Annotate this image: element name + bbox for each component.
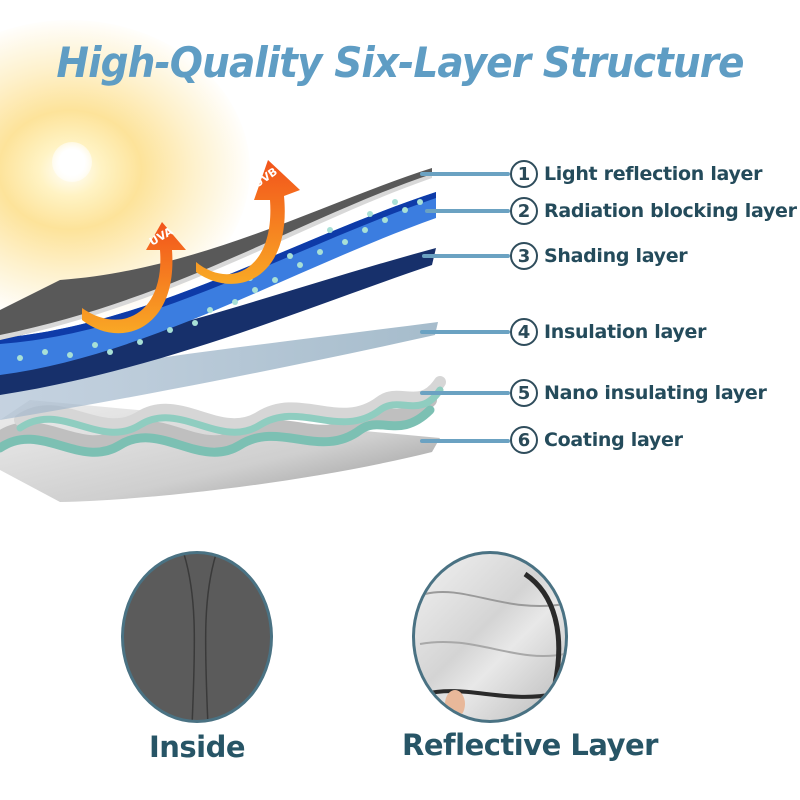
layer-name: Light reflection layer <box>544 163 763 185</box>
number-badge: 6 <box>510 426 538 454</box>
layer-name: Radiation blocking layer <box>544 200 797 222</box>
shading-layer-graphic <box>0 248 436 395</box>
leader-line-2 <box>425 209 510 213</box>
layer-name: Coating layer <box>544 429 683 451</box>
fold-icon <box>419 571 565 718</box>
nano-weave-graphic <box>0 376 446 457</box>
number-badge: 4 <box>510 318 538 346</box>
leader-line-6 <box>420 439 510 443</box>
number-badge: 1 <box>510 160 538 188</box>
layer-label-1: 1 Light reflection layer <box>510 157 763 191</box>
leader-line-5 <box>420 391 510 395</box>
sun-icon <box>52 142 92 182</box>
reflective-fabric-image <box>412 551 568 723</box>
layer-diagram: UVA UVB <box>0 160 446 502</box>
leader-line-4 <box>420 330 510 334</box>
insulation-layer-graphic <box>0 322 438 420</box>
layer-name: Insulation layer <box>544 321 707 343</box>
seam-icon <box>183 554 217 720</box>
page-title: High-Quality Six-Layer Structure <box>56 38 744 87</box>
number-badge: 2 <box>510 197 538 225</box>
leader-line-1 <box>420 172 510 176</box>
layer-label-6: 6 Coating layer <box>510 423 683 457</box>
layer-name: Shading layer <box>544 245 688 267</box>
layer-label-5: 5 Nano insulating layer <box>510 376 767 410</box>
uva-arrow-icon: UVA <box>82 222 186 334</box>
number-badge: 3 <box>510 242 538 270</box>
leader-line-3 <box>422 254 510 258</box>
particle-dots <box>17 199 423 361</box>
number-badge: 5 <box>510 379 538 407</box>
layer-label-3: 3 Shading layer <box>510 239 688 273</box>
layer-label-4: 4 Insulation layer <box>510 315 706 349</box>
inside-fabric-image <box>121 551 273 723</box>
caption-inside: Inside <box>148 730 246 764</box>
layer-label-2: 2 Radiation blocking layer <box>510 194 797 228</box>
caption-reflective-layer: Reflective Layer <box>402 728 658 762</box>
layer-name: Nano insulating layer <box>544 382 767 404</box>
reflection-layer-graphic <box>0 168 432 340</box>
